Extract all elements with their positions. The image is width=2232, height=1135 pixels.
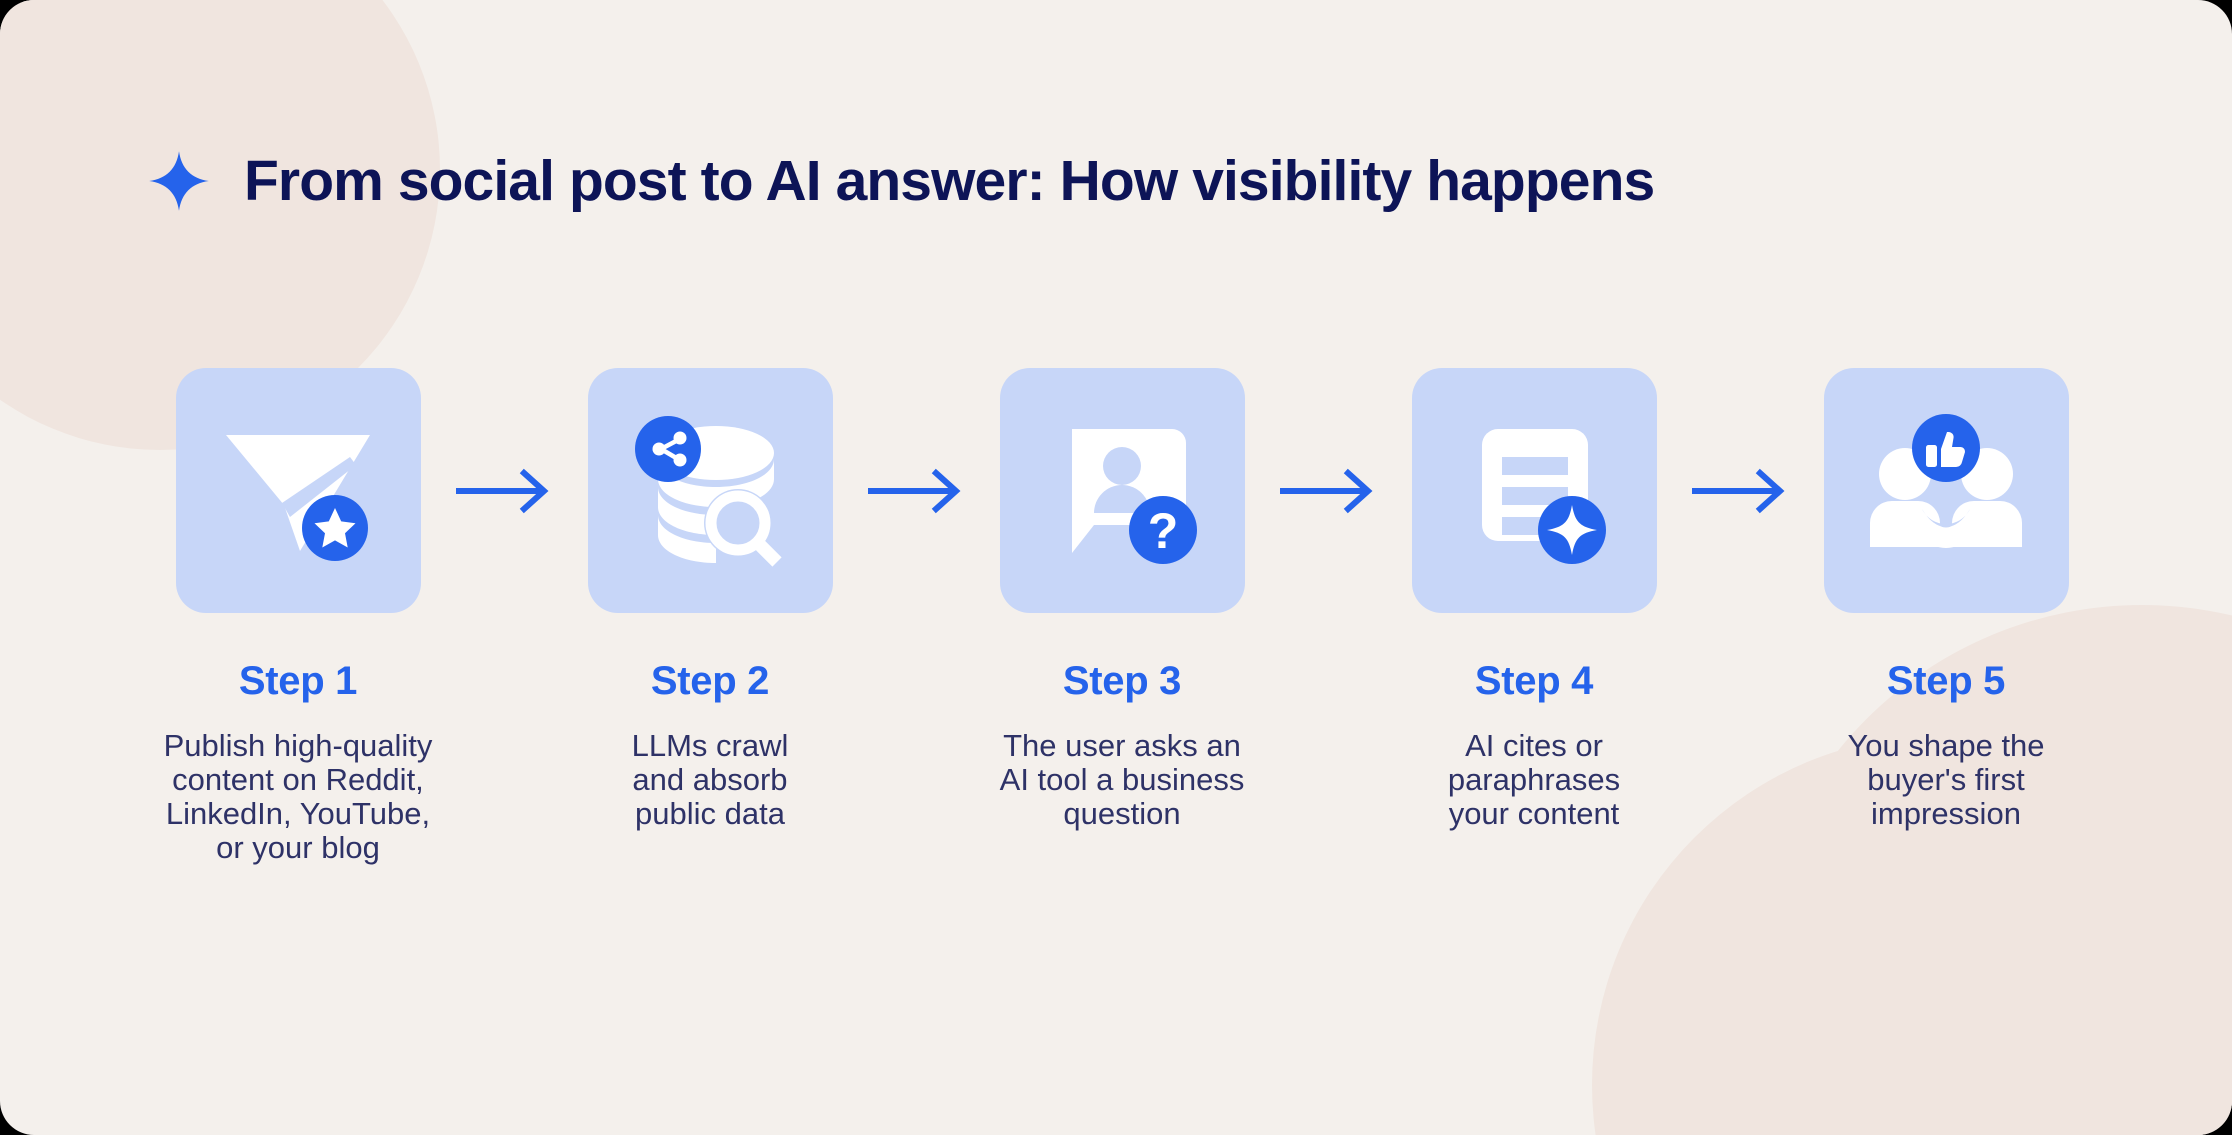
step-1-icon-tile xyxy=(175,368,421,613)
step-5-icon-tile xyxy=(1823,368,2069,613)
step-3-description: The user asks an AI tool a business ques… xyxy=(999,728,1245,832)
arrow-right-icon xyxy=(1280,468,1373,513)
step-card-5: Step 5 You shape the buyer's first impre… xyxy=(1796,368,2096,831)
arrow-right-icon xyxy=(1692,468,1785,513)
svg-text:?: ? xyxy=(1148,503,1179,559)
share-badge-icon xyxy=(635,415,701,482)
two-people-icon xyxy=(1870,413,2022,548)
question-badge-icon xyxy=(1129,495,1197,564)
step-4-icon-tile xyxy=(1411,368,1657,613)
step-1-label: Step 1 xyxy=(238,659,358,703)
arrow-right-icon xyxy=(456,468,549,513)
step-2-description: LLMs crawl and absorb public data xyxy=(631,728,789,832)
arrow-right-icon xyxy=(868,468,961,513)
step-5-description: You shape the buyer's first impression xyxy=(1847,728,2045,832)
step-card-1: Step 1 Publish high-quality content on R… xyxy=(148,368,448,865)
page-title: From social post to AI answer: How visib… xyxy=(244,148,1655,213)
header: From social post to AI answer: How visib… xyxy=(148,148,1655,213)
step-3-label: Step 3 xyxy=(1062,659,1182,703)
step-1-description: Publish high-quality content on Reddit, … xyxy=(163,728,433,866)
sparkle-icon xyxy=(148,150,210,212)
step-2-label: Step 2 xyxy=(650,659,770,703)
step-card-4: Step 4 AI cites or paraphrases your cont… xyxy=(1384,368,1684,831)
step-5-label: Step 5 xyxy=(1886,659,2006,703)
paper-plane-icon xyxy=(226,434,370,561)
step-3-icon-tile: ? xyxy=(999,368,1245,613)
arrow-3-to-4 xyxy=(1272,368,1384,613)
step-4-label: Step 4 xyxy=(1474,659,1594,703)
step-card-3: ? Step 3 The user asks an AI tool a busi… xyxy=(972,368,1272,831)
arrow-1-to-2 xyxy=(448,368,560,613)
database-search-icon xyxy=(635,415,782,567)
chat-person-icon: ? xyxy=(1072,428,1197,564)
arrow-2-to-3 xyxy=(860,368,972,613)
document-lines-icon xyxy=(1482,428,1606,564)
arrow-4-to-5 xyxy=(1684,368,1796,613)
step-card-2: Step 2 LLMs crawl and absorb public data xyxy=(560,368,860,831)
steps-row: Step 1 Publish high-quality content on R… xyxy=(148,368,2084,865)
step-4-description: AI cites or paraphrases your content xyxy=(1447,728,1621,832)
step-2-icon-tile xyxy=(587,368,833,613)
